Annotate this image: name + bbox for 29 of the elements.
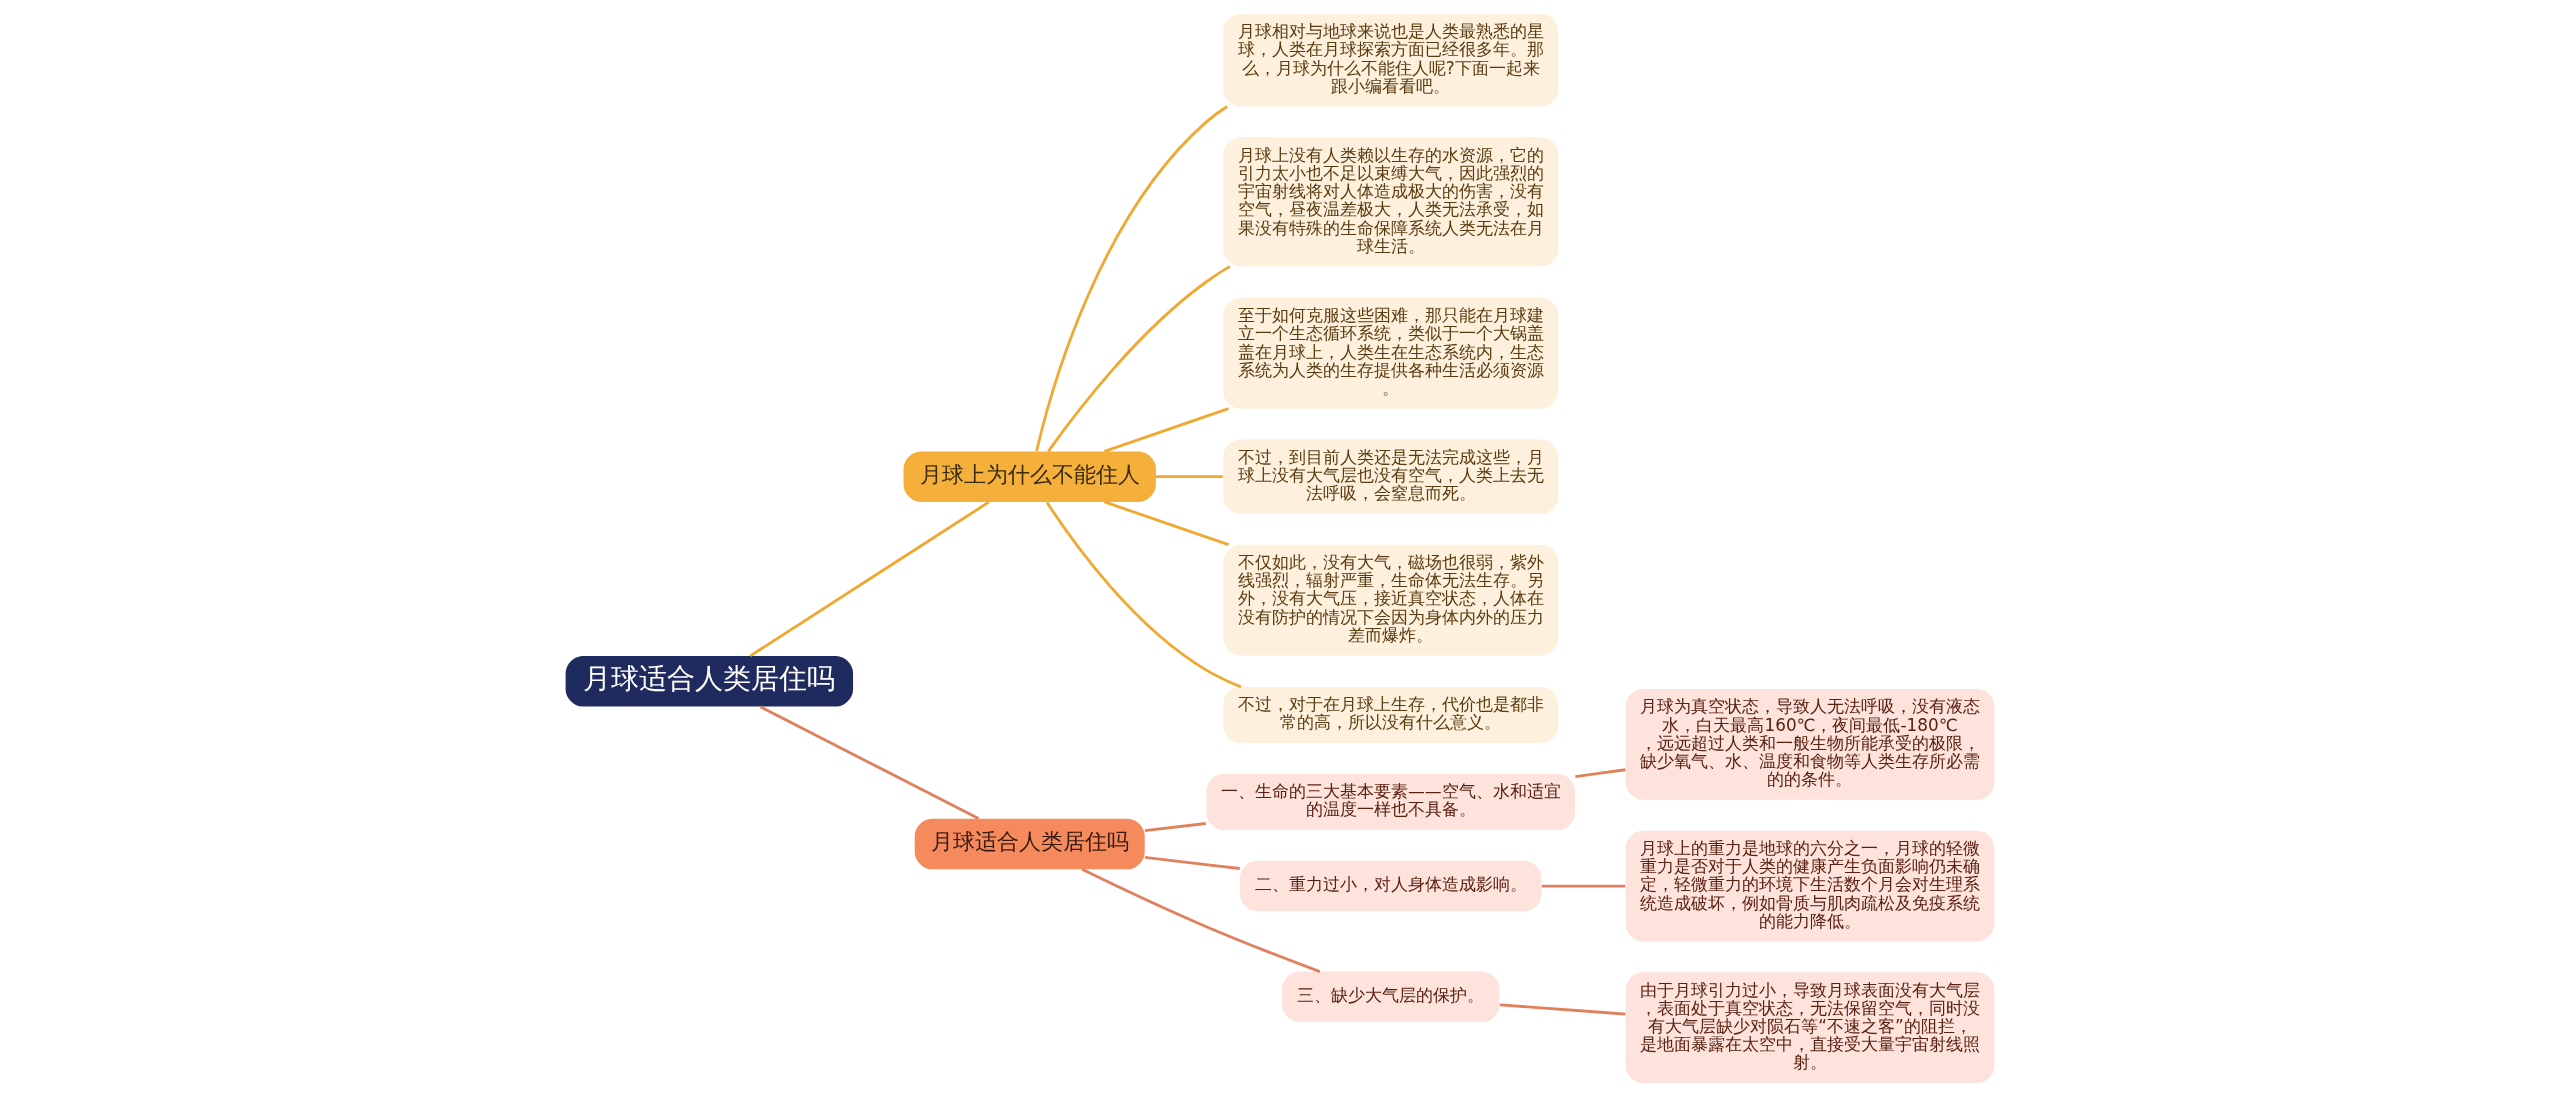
node-box: 不仅如此，没有大气，磁场也很弱，紫外线强烈，辐射严重，生命体无法生存。另外，没有大气压，接近真空状态，人体在没有防护的情况下会因为身体内外的压力差而爆炸。: [1223, 544, 1559, 656]
node-box: 至于如何克服这些困难，那只能在月球建立一个生态循环系统，类似于一个大锅盖盖在月球上，人类生在生态系统内，生态系统为人类的生存提供各种生活必须资源。: [1223, 297, 1559, 409]
node-box: 三、缺少大气层的保护。: [1282, 971, 1500, 1023]
connector: [1499, 1003, 1626, 1016]
node-box: 月球上的重力是地球的六分之一，月球的轻微重力是否对于人类的健康产生负面影响仍未确定，轻微重力的环境下生活数个月会对生理系统造成破坏，例如骨质与肌肉疏松及免疫系统的能力降低。: [1625, 830, 1995, 942]
node-box: 月球适合人类居住吗: [565, 656, 854, 707]
connector: [1047, 265, 1231, 453]
node-box: 由于月球引力过小，导致月球表面没有大气层，表面处于真空状态，无法保留空气，同时没有大气层缺少对陨石等“不速之客”的阻拦，是地面暴露在太空中，直接受大量宇宙射线照射。: [1625, 972, 1995, 1084]
node-box: 二、重力过小，对人身体造成影响。: [1240, 860, 1542, 912]
connector: [759, 705, 980, 820]
node-box: 月球相对与地球来说也是人类最熟悉的星球，人类在月球探索方面已经很多年。那么，月球为什么不能住人呢?下面一起来跟小编看看吧。: [1223, 13, 1559, 107]
node-box: 不过，到目前人类还是无法完成这些，月球上没有大气层也没有空气，人类上去无法呼吸，会窒息而死。: [1223, 439, 1559, 514]
connector: [1144, 855, 1240, 870]
connector: [1035, 105, 1228, 452]
connector: [1081, 868, 1321, 973]
node-box: 不过，对于在月球上生存，代价也是都非常的高，所以没有什么意义。: [1223, 686, 1559, 744]
node-box: 月球上为什么不能住人: [903, 451, 1156, 502]
connector: [1575, 768, 1626, 779]
node-box: 月球为真空状态，导致人无法呼吸，没有液态水，白天最高160℃，夜间最低-180℃，远远超过人类和一般生物所能承受的极限，缺少氧气、水、温度和食物等人类生存所必需的的条件。: [1625, 689, 1995, 800]
connector: [1541, 884, 1626, 888]
connector: [1104, 500, 1229, 546]
connector: [1155, 475, 1223, 479]
connector: [749, 501, 990, 657]
node-box: 月球上没有人类赖以生存的水资源，它的引力太小也不足以束缚大气，因此强烈的宇宙射线将对人体造成极大的伤害，没有空气，昼夜温差极大，人类无法承受，如果没有特殊的生命保障系统人类无法在月球生活。: [1223, 137, 1559, 267]
connector: [1045, 501, 1242, 689]
connector: [1104, 407, 1229, 453]
node-box: 一、生命的三大基本要素——空气、水和适宜的温度一样也不具备。: [1206, 773, 1576, 830]
connector: [1144, 822, 1206, 833]
node-box: 月球适合人类居住吗: [914, 818, 1145, 870]
